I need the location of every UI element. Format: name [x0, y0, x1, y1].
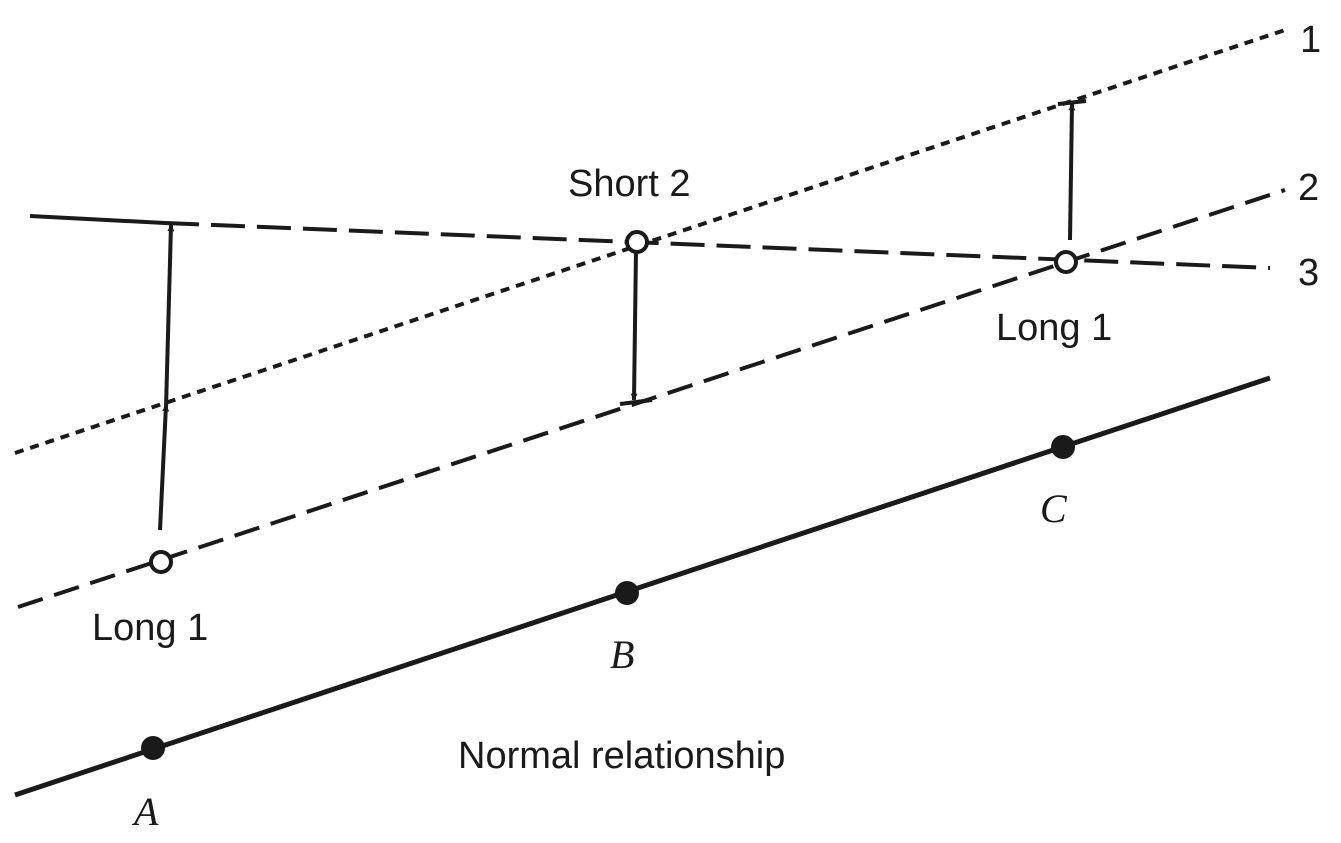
short-2-marker — [625, 230, 649, 254]
point-b-label: B — [610, 632, 634, 677]
right-arrow-up — [1068, 103, 1076, 241]
short-2-label: Short 2 — [568, 163, 691, 205]
point-a-label: A — [131, 789, 159, 834]
left-arrow-lower — [158, 404, 170, 531]
point-a-marker — [141, 736, 165, 760]
middle-arrow-tick — [619, 398, 653, 406]
line-3-label: 3 — [1298, 252, 1319, 294]
long-1-right-marker — [1054, 250, 1078, 274]
left-arrow-upper — [164, 224, 175, 409]
caption: Normal relationship — [458, 735, 785, 777]
line-1-label: 1 — [1300, 19, 1321, 61]
point-c-marker — [1051, 435, 1075, 459]
point-c-label: C — [1040, 486, 1068, 531]
right-arrow-tick — [1057, 99, 1087, 106]
middle-arrow-down — [630, 249, 638, 401]
line-3-dashed — [164, 221, 1271, 270]
long-1-left-label: Long 1 — [92, 607, 208, 649]
point-b-marker — [615, 581, 639, 605]
long-1-right-label: Long 1 — [996, 307, 1112, 349]
long-1-left-marker — [149, 550, 173, 574]
line-3-solid — [29, 214, 166, 225]
line-2-label: 2 — [1298, 167, 1319, 209]
normal-relationship-line — [14, 375, 1271, 798]
